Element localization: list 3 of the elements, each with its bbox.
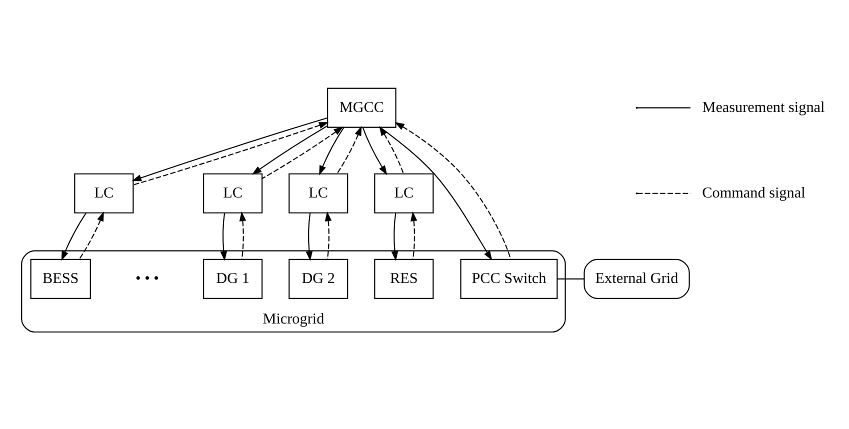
label: • • • [136,270,160,287]
legend-label: Command signal [702,184,806,202]
legend-label: Measurement signal [702,98,825,116]
